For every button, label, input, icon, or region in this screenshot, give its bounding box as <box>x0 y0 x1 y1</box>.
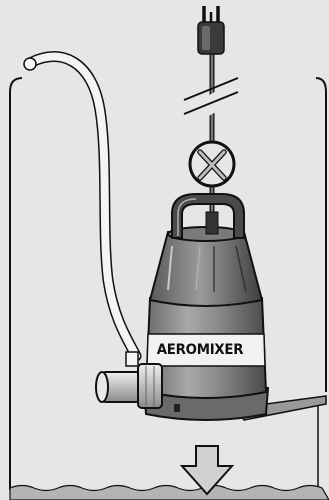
tank-right-wall <box>316 78 326 392</box>
brand-label: AEROMIXER <box>154 342 246 358</box>
power-plug-icon <box>198 6 224 54</box>
pump-top-housing <box>150 232 262 306</box>
hose-end <box>24 58 36 70</box>
water-surface <box>10 486 329 500</box>
cable-cut-icon <box>180 78 239 128</box>
submersible-pump <box>96 194 326 420</box>
tank-left-wall <box>10 78 22 490</box>
prohibited-x-icon <box>190 142 234 186</box>
discharge-hose <box>24 57 136 356</box>
